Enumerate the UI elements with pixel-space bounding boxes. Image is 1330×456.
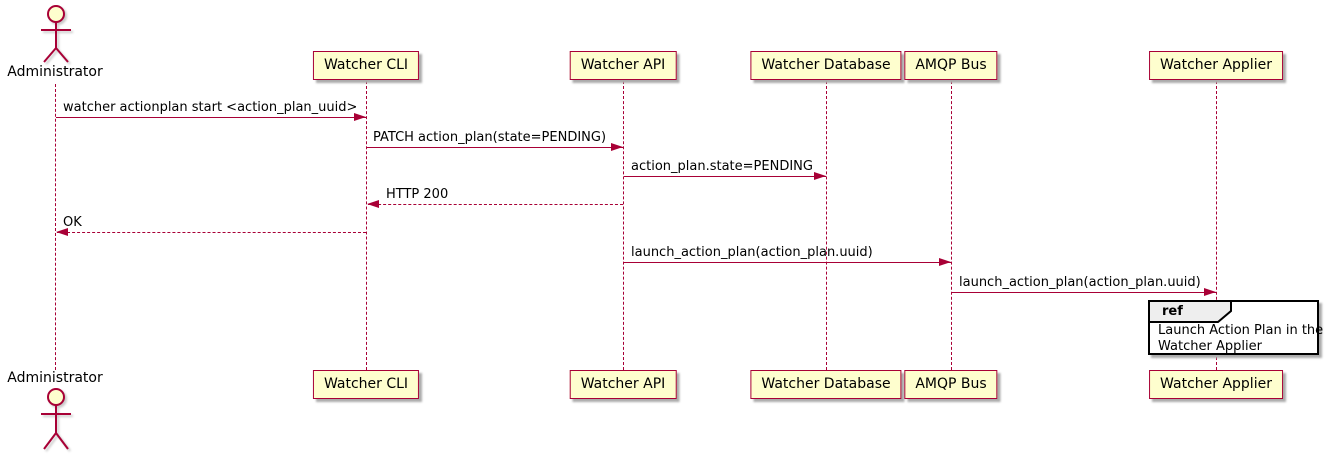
ref-text-line2: Watcher Applier [1158,339,1262,354]
actor-icon-bottom [41,388,71,450]
message-3-arrowhead-icon [814,172,826,180]
message-7-line [952,292,1216,293]
message-6-label: launch_action_plan(action_plan.uuid) [631,245,873,260]
message-1-label: watcher actionplan start <action_plan_uu… [63,100,358,115]
lifeline-watcher-applier [1216,81,1217,370]
lifeline-watcher-database [826,81,827,370]
ref-text: Launch Action Plan in the Watcher Applie… [1158,323,1323,355]
message-5-arrowhead-icon [56,228,68,236]
participant-amqp-bus-top: AMQP Bus [904,51,998,80]
lifeline-watcher-cli [366,81,367,370]
participant-amqp-bus-bottom: AMQP Bus [904,370,998,399]
ref-header-shape [1148,300,1232,323]
message-7-arrowhead-icon [1204,288,1216,296]
message-2-arrowhead-icon [611,143,623,151]
message-5-label: OK [63,215,82,230]
participant-watcher-cli-bottom: Watcher CLI [312,370,420,399]
message-2-label: PATCH action_plan(state=PENDING) [373,130,607,145]
message-4-line [368,204,623,205]
participant-watcher-applier-top: Watcher Applier [1149,51,1283,80]
message-3-line [624,176,826,177]
message-6-arrowhead-icon [939,258,951,266]
ref-keyword: ref [1162,304,1183,319]
participant-watcher-api-top: Watcher API [569,51,677,80]
participant-watcher-cli-top: Watcher CLI [312,51,420,80]
lifeline-amqp-bus [951,81,952,370]
actor-label-top: Administrator [7,64,103,80]
message-4-arrowhead-icon [367,200,379,208]
message-1-line [56,117,366,118]
message-7-label: launch_action_plan(action_plan.uuid) [959,275,1201,290]
participant-watcher-applier-bottom: Watcher Applier [1149,370,1283,399]
message-4-label: HTTP 200 [386,187,449,202]
message-2-line [367,147,623,148]
actor-icon [41,5,71,63]
participant-watcher-database-bottom: Watcher Database [750,370,902,399]
lifeline-administrator [55,84,56,370]
ref-fragment: ref Launch Action Plan in the Watcher Ap… [1148,300,1323,355]
message-6-line [624,262,951,263]
message-3-label: action_plan.state=PENDING [631,159,813,174]
lifeline-watcher-api [623,81,624,370]
actor-label-bottom: Administrator [7,370,103,386]
message-5-line [57,232,366,233]
participant-watcher-database-top: Watcher Database [750,51,902,80]
ref-text-line1: Launch Action Plan in the [1158,323,1324,338]
message-1-arrowhead-icon [354,113,366,121]
participant-watcher-api-bottom: Watcher API [569,370,677,399]
